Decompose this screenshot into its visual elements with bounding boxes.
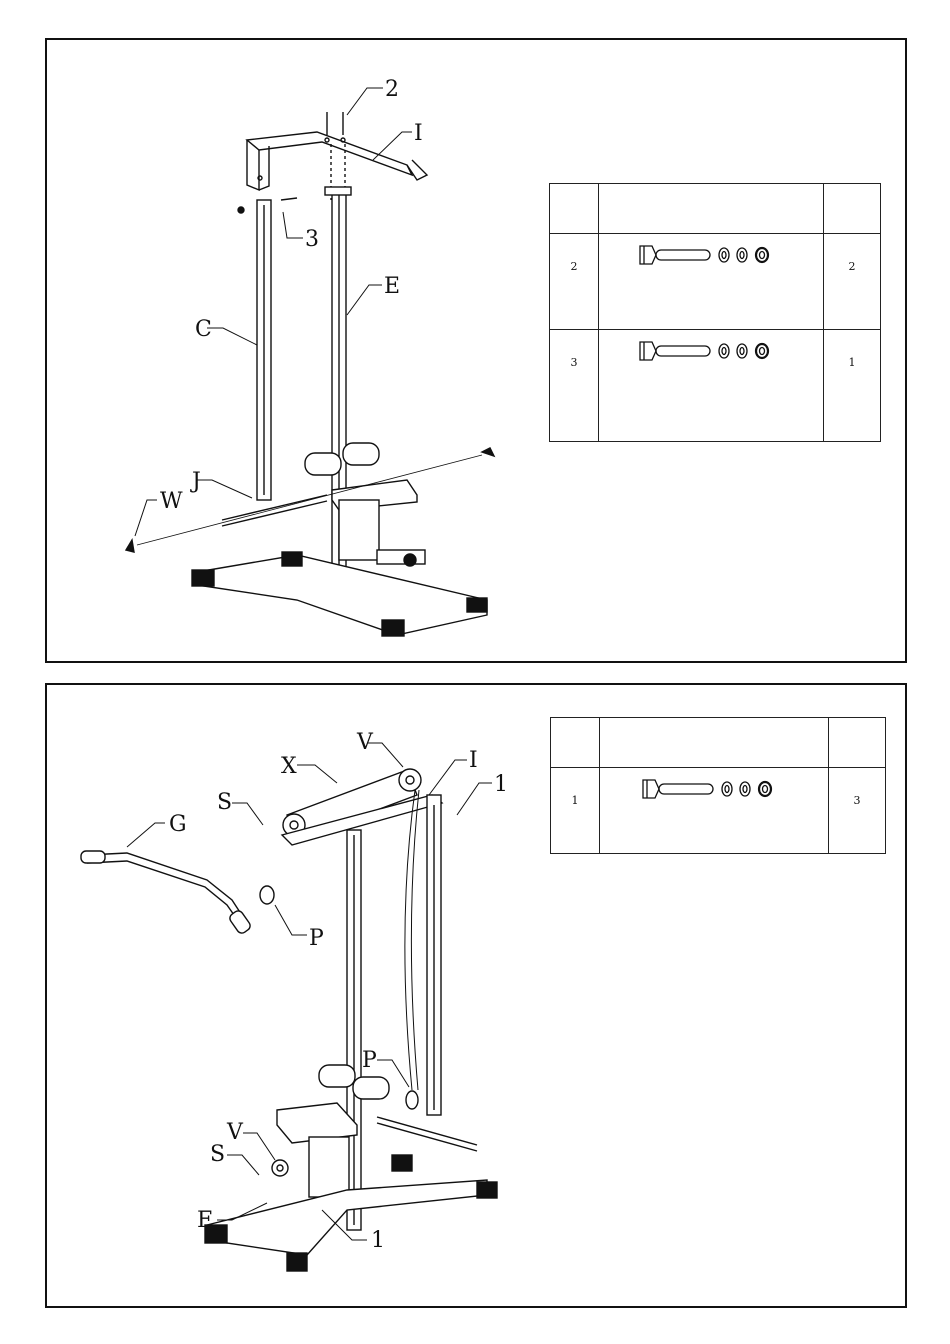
callout-f: F [197, 1208, 212, 1233]
hardware-quantity: 3 [829, 768, 886, 854]
hardware-quantity: 1 [824, 330, 881, 442]
hardware-illustration [599, 234, 824, 330]
callout-3: 3 [305, 227, 319, 252]
assembly-step-1-panel: 2 I 3 E C J W 2 2 [45, 38, 907, 663]
hardware-illustration [599, 330, 824, 442]
header-cell [599, 184, 824, 234]
callout-v: V [356, 730, 374, 755]
hardware-table-step-1: 2 2 3 [549, 183, 881, 442]
callout-p-lower: P [362, 1048, 377, 1073]
header-cell [829, 718, 886, 768]
table-row: 2 2 [550, 234, 881, 330]
hardware-number: 1 [551, 768, 600, 854]
hardware-illustration [600, 768, 829, 854]
callout-e: E [384, 274, 400, 299]
callout-s: S [217, 790, 232, 815]
callout-c: C [195, 317, 212, 342]
seat-pad [277, 1103, 357, 1197]
lat-bar-g [81, 851, 252, 935]
callout-s-lower: S [210, 1142, 225, 1167]
callout-v-lower: V [226, 1120, 244, 1145]
hardware-number: 3 [550, 330, 599, 442]
table-row: 1 3 [551, 768, 886, 854]
callout-2: 2 [385, 77, 399, 102]
cable [405, 790, 419, 1090]
seat-pad [332, 480, 425, 566]
header-cell [551, 718, 600, 768]
upright-c [257, 200, 271, 500]
header-cell [550, 184, 599, 234]
top-beam-part-i [247, 132, 427, 190]
base-frame [192, 552, 487, 636]
hardware-table-step-2: 1 3 [550, 717, 886, 854]
hardware-number: 2 [550, 234, 599, 330]
header-cell [824, 184, 881, 234]
callout-w: W [160, 489, 183, 514]
callout-i: I [414, 121, 423, 146]
callout-x: X [281, 754, 297, 779]
bolt-washers-nut-icon [636, 240, 786, 270]
table-row: 3 1 [550, 330, 881, 442]
leg-roller-pads [319, 1065, 389, 1099]
assembly-step-2-panel: V I X 1 S G P P V S F 1 1 [45, 683, 907, 1308]
callout-p: P [309, 926, 324, 951]
callout-1: 1 [494, 772, 508, 797]
callout-i: I [469, 748, 478, 773]
lower-pulley-v [272, 1160, 288, 1176]
hardware-quantity: 2 [824, 234, 881, 330]
bolt-washers-nut-icon [636, 336, 786, 366]
callout-j: J [190, 469, 201, 494]
callout-g: G [169, 812, 187, 837]
rear-bar [377, 1117, 477, 1151]
header-cell [600, 718, 829, 768]
callout-1-lower: 1 [371, 1228, 385, 1253]
bolt-washers-nut-icon [639, 774, 789, 804]
